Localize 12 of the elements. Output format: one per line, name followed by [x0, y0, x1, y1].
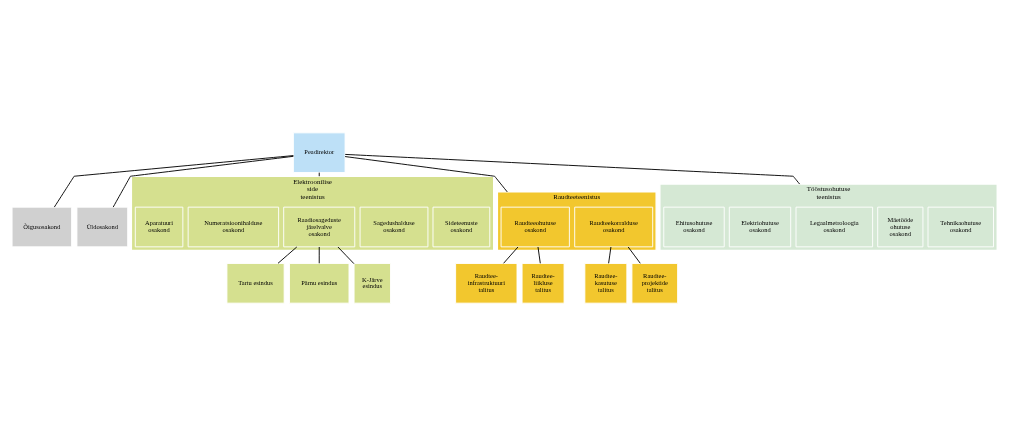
connector — [608, 246, 612, 264]
connector — [277, 246, 298, 264]
connector — [344, 156, 508, 193]
connector — [318, 172, 320, 177]
connector — [318, 246, 320, 264]
connector — [53, 155, 294, 208]
connector — [344, 153, 801, 185]
connector — [112, 155, 294, 208]
connector — [503, 246, 519, 264]
connector — [337, 246, 355, 265]
connector — [537, 246, 541, 264]
connector — [627, 246, 641, 264]
